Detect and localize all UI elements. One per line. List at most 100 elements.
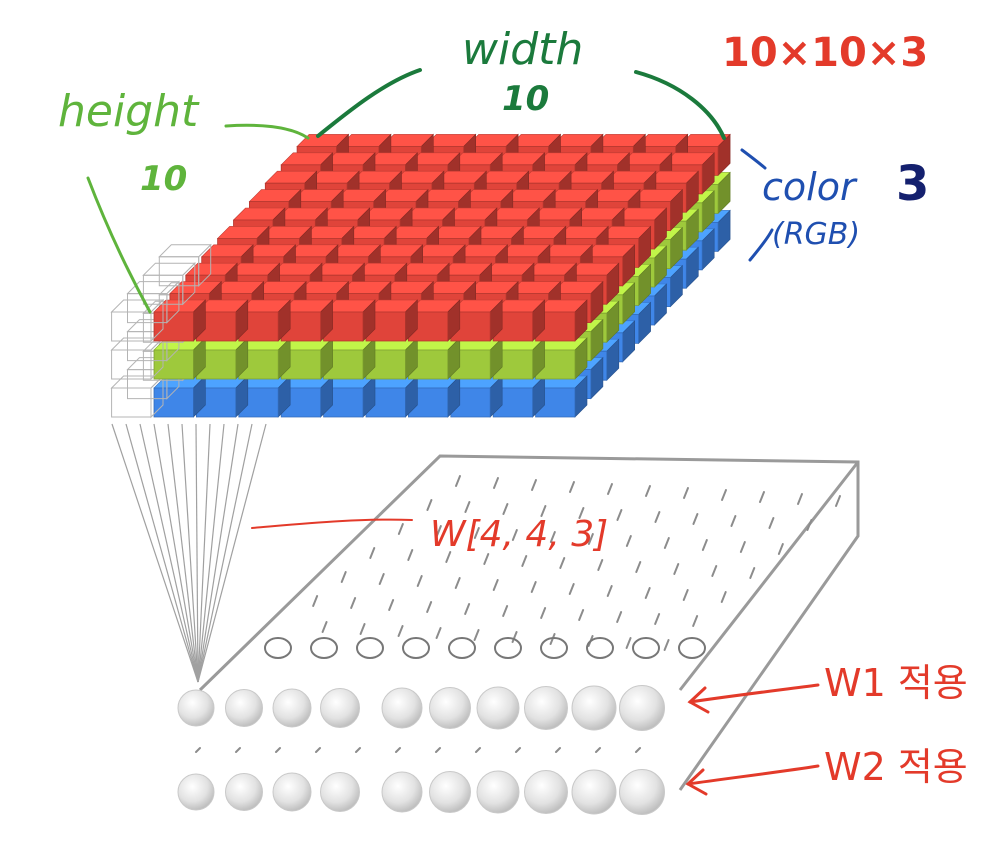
output-plane-rings	[264, 637, 706, 659]
plane-dash	[464, 501, 471, 513]
plane-dash	[616, 611, 623, 623]
rf-line	[139, 423, 199, 683]
plane-dash	[492, 579, 499, 591]
receptive-field-lines	[111, 423, 267, 683]
filter-pointer	[251, 518, 413, 529]
output-plane	[198, 454, 860, 791]
plane-dash	[340, 571, 347, 583]
plane-dash	[587, 533, 594, 545]
neuron	[320, 772, 360, 812]
rf-line	[197, 423, 267, 683]
plane-dash	[607, 483, 613, 495]
plane-dash	[397, 523, 404, 535]
plane-dash	[426, 499, 433, 511]
filter-cube-0-3	[158, 243, 212, 288]
plane-dash	[235, 747, 241, 753]
plane-dash	[625, 637, 632, 649]
cube-g-9-0	[534, 337, 588, 380]
w1-label: W1 적용	[824, 661, 968, 705]
width-arc-left	[316, 68, 422, 138]
plane-dash	[559, 557, 566, 569]
plane-dash	[569, 481, 575, 493]
plane-dash	[493, 477, 499, 489]
plane-dash	[321, 621, 328, 633]
plane-dash	[578, 507, 585, 519]
rf-line	[125, 423, 199, 683]
plane-dash	[388, 599, 395, 611]
width-value: 10	[502, 79, 549, 119]
plane-ring	[632, 637, 660, 659]
plane-dash	[195, 747, 201, 753]
plane-dash	[549, 531, 556, 543]
plane-ring	[494, 637, 522, 659]
plane-dash	[397, 625, 404, 637]
color-tick-top	[740, 148, 767, 170]
rf-line	[167, 423, 199, 683]
plane-dash	[531, 479, 537, 491]
rf-line	[153, 423, 199, 683]
plane-dash	[502, 605, 509, 617]
neuron	[177, 773, 215, 811]
plane-dash	[644, 587, 651, 599]
plane-dash	[530, 581, 537, 593]
plane-dash	[635, 561, 642, 573]
plane-dash	[683, 487, 689, 499]
plane-dash	[359, 623, 366, 635]
plane-dash	[369, 547, 376, 559]
cube-r-6-0	[407, 299, 461, 342]
input-volume-10x10x3	[110, 133, 731, 419]
plane-ring	[310, 637, 338, 659]
cube-r-3-0	[280, 299, 334, 342]
plane-dash	[378, 573, 385, 585]
neuron	[571, 769, 617, 815]
plane-dash	[426, 601, 433, 613]
neuron	[476, 770, 520, 814]
arrow-w2	[685, 764, 820, 796]
plane-dash	[806, 519, 813, 531]
rf-line	[197, 423, 239, 683]
cube-b-4-0	[322, 375, 376, 418]
plane-dash	[555, 747, 561, 753]
plane-dash	[701, 539, 708, 551]
width-arc-right	[634, 70, 726, 140]
neuron	[272, 688, 312, 728]
rf-line	[181, 423, 199, 683]
plane-dash	[475, 747, 481, 753]
cube-r-1-0	[195, 299, 249, 342]
plane-dash	[355, 747, 361, 753]
rf-line	[195, 423, 199, 683]
neuron	[476, 686, 520, 730]
plane-ring	[678, 637, 706, 659]
plane-dash	[759, 491, 765, 503]
filter-label: W[4, 4, 3]	[430, 514, 608, 555]
plane-dash	[663, 639, 670, 651]
plane-dash	[682, 589, 689, 601]
plane-dash	[673, 563, 680, 575]
plane-dash	[350, 597, 357, 609]
plane-dash	[578, 609, 585, 621]
neuron	[429, 771, 471, 813]
cube-r-8-0	[492, 299, 546, 342]
rgb-label: (RGB)	[772, 217, 860, 252]
plane-dash	[568, 583, 575, 595]
neuron	[272, 772, 312, 812]
cube-r-0-0	[153, 299, 207, 342]
plane-dash	[739, 541, 746, 553]
plane-dash	[435, 525, 442, 537]
neuron	[381, 771, 423, 813]
plane-dash	[502, 503, 509, 515]
cube-r-7-0	[450, 299, 503, 342]
color-label: color	[762, 165, 858, 209]
plane-dash	[625, 535, 632, 547]
plane-dash	[597, 559, 604, 571]
neuron	[619, 769, 665, 815]
neuron	[225, 689, 263, 727]
plane-dash	[395, 747, 401, 753]
plane-dash	[521, 555, 528, 567]
cube-r-4-0	[322, 299, 376, 342]
plane-dash	[645, 485, 651, 497]
height-stroke-left	[86, 176, 152, 314]
neuron	[381, 687, 423, 729]
height-label: height	[58, 86, 200, 137]
